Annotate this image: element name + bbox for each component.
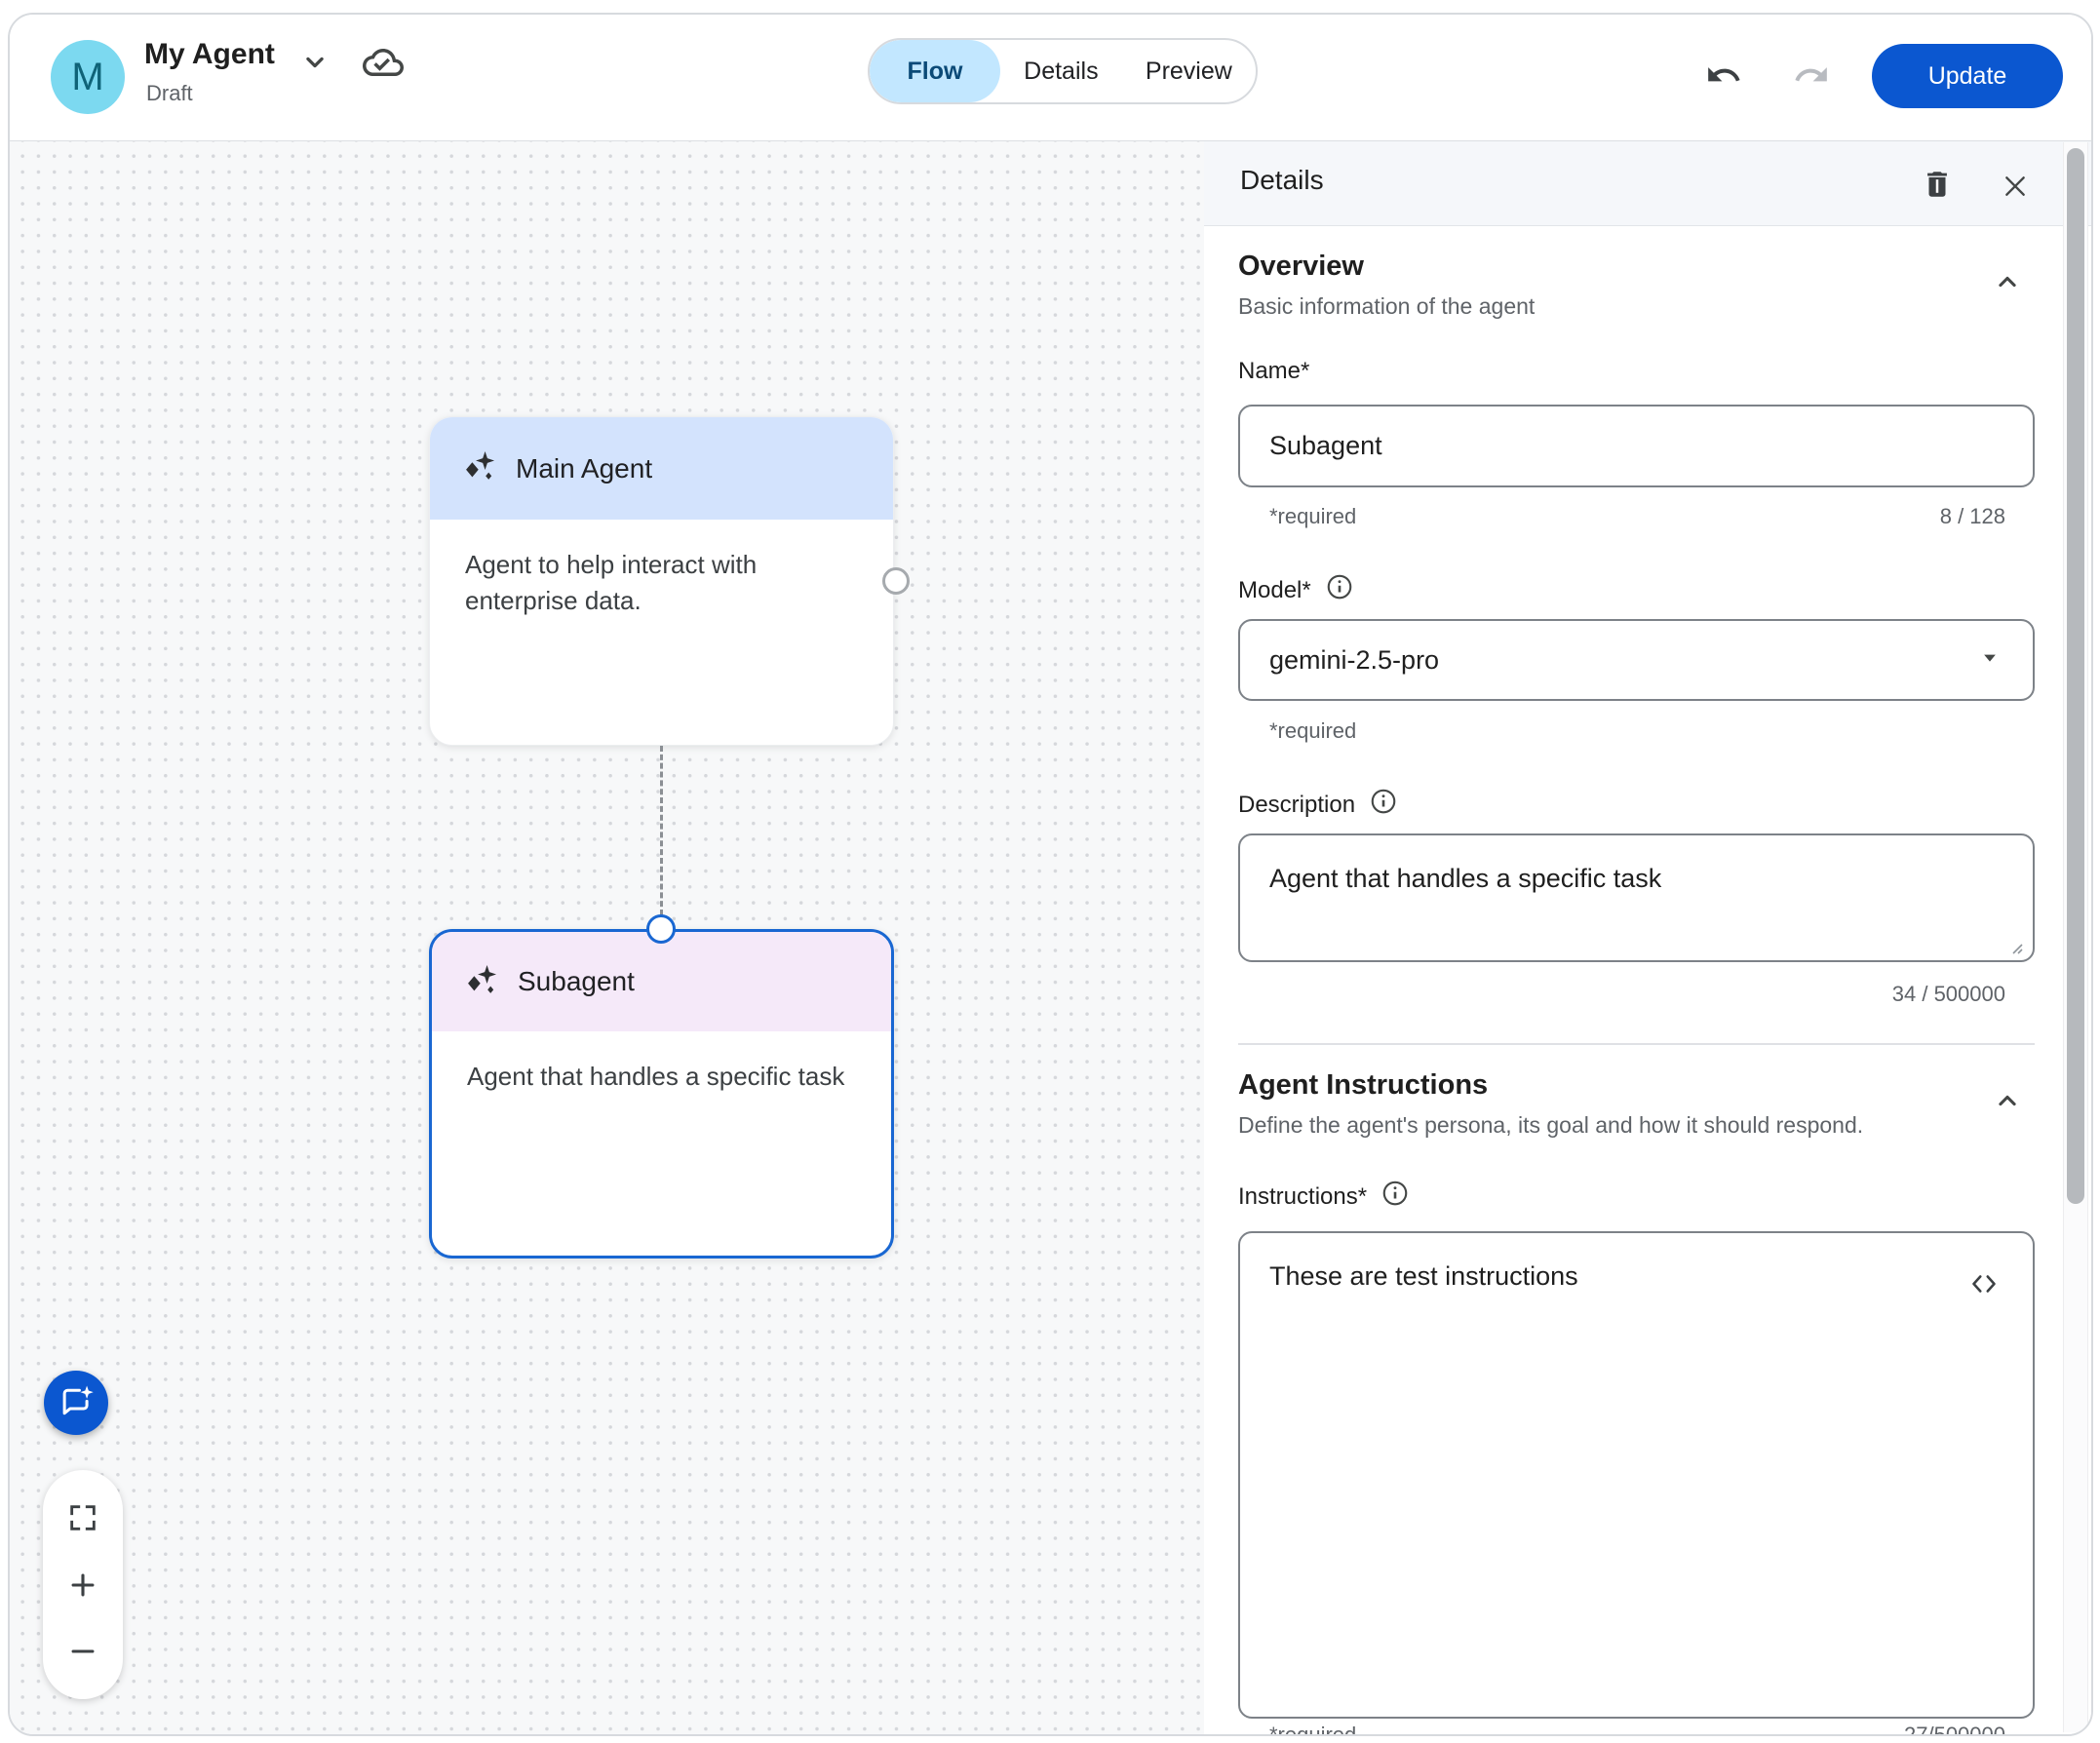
canvas-zoom-controls (43, 1470, 123, 1699)
dropdown-arrow-icon (1976, 643, 2003, 678)
node-main-agent[interactable]: Main Agent Agent to help interact with e… (429, 416, 894, 746)
zoom-in-icon[interactable] (63, 1566, 102, 1605)
view-tabs: Flow Details Preview (868, 38, 1258, 104)
redo-icon[interactable] (1792, 56, 1831, 95)
undo-icon[interactable] (1704, 56, 1743, 95)
panel-title: Details (1240, 165, 1324, 195)
description-counter: 34 / 500000 (1891, 982, 2005, 1006)
code-view-icon[interactable] (1964, 1264, 2003, 1303)
zoom-out-icon[interactable] (63, 1632, 102, 1671)
close-icon[interactable] (1996, 167, 2035, 206)
instructions-label: Instructions* (1238, 1179, 1410, 1215)
collapse-overview-icon[interactable] (1990, 264, 2025, 299)
node-subagent[interactable]: Subagent Agent that handles a specific t… (429, 929, 894, 1259)
instructions-counter: 27/500000 (1904, 1723, 2005, 1736)
chat-assistant-button[interactable] (44, 1371, 108, 1435)
sparkle-icon (461, 447, 498, 489)
info-icon[interactable] (1381, 1179, 1410, 1215)
avatar-letter: M (71, 55, 104, 98)
description-textarea[interactable]: Agent that handles a specific task (1238, 833, 2035, 962)
name-label: Name* (1238, 358, 1310, 384)
instructions-helper-row: *required 27/500000 (1269, 1723, 2005, 1736)
info-icon[interactable] (1325, 572, 1354, 608)
sparkle-icon (463, 961, 500, 1003)
agent-instructions-heading: Agent Instructions (1238, 1069, 1489, 1101)
name-counter: 8 / 128 (1939, 504, 2005, 528)
collapse-instructions-icon[interactable] (1990, 1083, 2025, 1118)
status-badge: Draft (146, 81, 193, 105)
delete-icon[interactable] (1918, 165, 1957, 204)
overview-heading: Overview (1238, 251, 1364, 282)
tab-details[interactable]: Details (1024, 57, 1099, 85)
agent-instructions-subheading: Define the agent's persona, its goal and… (1238, 1112, 1864, 1138)
info-icon[interactable] (1369, 787, 1398, 823)
model-value: gemini-2.5-pro (1269, 644, 1440, 675)
panel-header: Details (1204, 141, 2091, 226)
instructions-textarea[interactable]: These are test instructions (1238, 1231, 2035, 1719)
details-panel: Details Overview Basic information of th… (1204, 141, 2091, 1734)
node-header: Main Agent (430, 417, 893, 520)
node-description: Agent to help interact with enterprise d… (465, 550, 758, 615)
avatar: M (51, 40, 125, 114)
connection-handle-right[interactable] (882, 567, 910, 595)
flow-canvas[interactable]: Main Agent Agent to help interact with e… (10, 141, 1204, 1734)
chevron-down-icon[interactable] (298, 46, 331, 79)
update-button[interactable]: Update (1872, 44, 2063, 108)
tab-flow[interactable]: Flow (870, 40, 1000, 102)
name-required-note: *required (1269, 504, 1357, 528)
app-window: M My Agent Draft Flow Details Preview Up… (8, 13, 2093, 1736)
cloud-saved-icon (363, 42, 404, 83)
chat-sparkle-icon (58, 1383, 95, 1423)
name-helper-row: *required 8 / 128 (1269, 504, 2005, 529)
node-title: Subagent (518, 966, 635, 996)
node-header: Subagent (432, 932, 891, 1031)
edge-main-to-subagent (660, 746, 663, 915)
resize-handle-icon[interactable] (2005, 937, 2025, 956)
node-description: Agent that handles a specific task (467, 1062, 845, 1091)
tab-preview[interactable]: Preview (1145, 57, 1232, 85)
name-input[interactable] (1238, 405, 2035, 487)
page-title: My Agent (144, 38, 275, 70)
model-label: Model* (1238, 572, 1354, 608)
model-helper-row: *required (1269, 718, 2005, 744)
description-label: Description (1238, 787, 1398, 823)
connection-handle-top[interactable] (646, 914, 676, 944)
node-title: Main Agent (516, 452, 653, 484)
top-bar: M My Agent Draft Flow Details Preview Up… (10, 15, 2091, 141)
panel-scrollbar (2063, 142, 2088, 1732)
model-select[interactable]: gemini-2.5-pro (1238, 619, 2035, 701)
scrollbar-thumb[interactable] (2067, 148, 2084, 1204)
overview-subheading: Basic information of the agent (1238, 293, 1536, 319)
instructions-required-note: *required (1269, 1723, 1357, 1736)
model-required-note: *required (1269, 718, 1357, 743)
section-divider (1238, 1043, 2035, 1045)
description-helper-row: 34 / 500000 (1269, 982, 2005, 1007)
fit-view-icon[interactable] (63, 1498, 102, 1537)
